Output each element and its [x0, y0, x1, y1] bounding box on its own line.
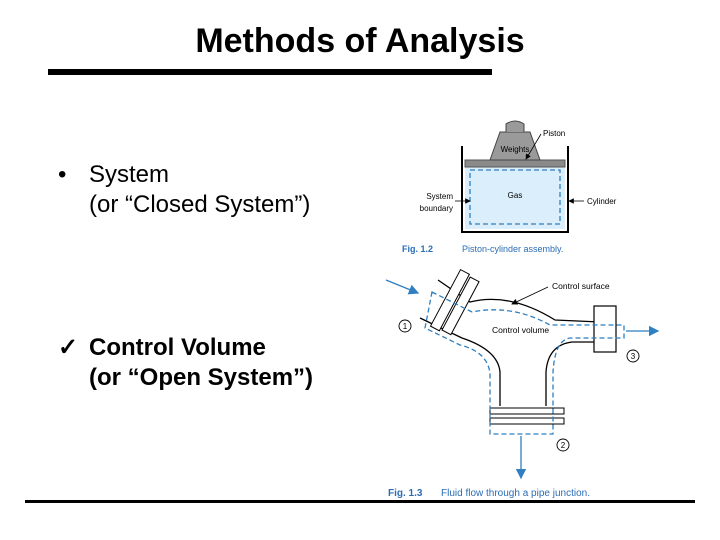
flange-port-3: [593, 305, 617, 353]
cylinder-label: Cylinder: [587, 197, 617, 206]
gas-label: Gas: [508, 191, 523, 200]
cylinder-wall: [461, 146, 569, 233]
piston: [464, 159, 566, 168]
control-volume-boundary: [424, 291, 625, 435]
fig-1-2-caption-text: Piston-cylinder assembly.: [462, 244, 563, 254]
port-2-marker: [556, 438, 570, 452]
control-surface-leader: [511, 286, 549, 305]
port-3-marker: [626, 349, 640, 363]
bullet-control-volume-label: Control Volume: [89, 334, 266, 361]
piston-leader: [525, 133, 542, 160]
bottom-rule: [25, 500, 695, 503]
fig-1-3-pipe-junction: Control surface Control volume 1 3 2 Fig…: [385, 268, 660, 499]
boundary-label: boundary: [420, 204, 453, 213]
gas-region: [465, 163, 565, 229]
slide-title: Methods of Analysis: [195, 22, 525, 60]
bullet-system-sublabel: (or “Closed System”): [89, 191, 311, 218]
port-1-marker: [398, 319, 412, 333]
weights: [489, 131, 541, 161]
bullet-dot: •: [58, 161, 67, 188]
port-1-label: 1: [403, 322, 408, 331]
port-3-label: 3: [631, 352, 636, 361]
bullet-system-label: System: [89, 161, 170, 188]
title-underline: [48, 69, 492, 75]
port-2-label: 2: [561, 441, 566, 450]
checkmark-icon: ✓: [58, 334, 79, 361]
weights-label: Weights: [501, 145, 530, 154]
flange-port-1: [429, 268, 480, 336]
pipe-wall-left: [419, 317, 501, 406]
control-volume-label: Control volume: [492, 325, 549, 335]
bullet-control-volume-sublabel: (or “Open System”): [89, 364, 314, 391]
fig-1-3-caption-number: Fig. 1.3: [388, 488, 423, 499]
fig-1-2-piston-cylinder: Weights Piston Gas System boundary Cylin…: [402, 120, 617, 254]
flange-port-2-bottom: [489, 417, 565, 425]
piston-label: Piston: [543, 129, 565, 138]
inlet-1-flow-arrow: [385, 279, 420, 295]
control-surface-label: Control surface: [552, 281, 610, 291]
pipe-wall-right: [545, 341, 600, 406]
flange-port-2-top: [489, 407, 565, 415]
fig-1-2-caption-number: Fig. 1.2: [402, 244, 433, 254]
system-boundary-dashed: [469, 169, 561, 225]
fig-1-3-caption-text: Fluid flow through a pipe junction.: [441, 488, 590, 499]
weights-handle: [505, 120, 525, 132]
bullet-control-volume: ✓ Control Volume (or “Open System”): [58, 333, 313, 393]
bullet-system: • System (or “Closed System”): [58, 160, 310, 220]
system-label: System: [426, 192, 453, 201]
